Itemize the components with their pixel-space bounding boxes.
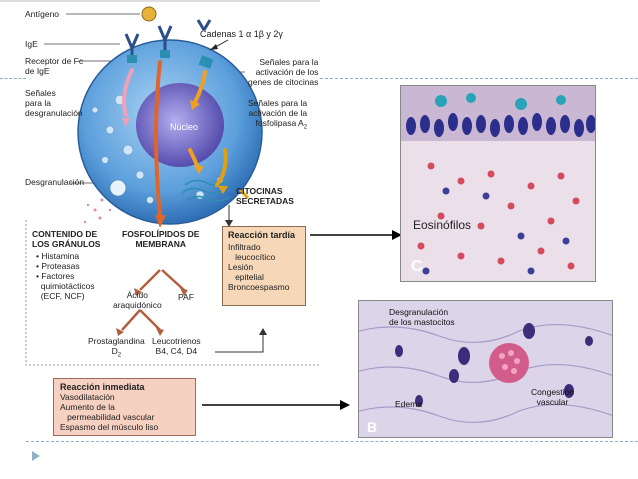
reaccion-tardia-line: Infiltrado xyxy=(228,242,261,252)
reaccion-tardia-heading: Reacción tardía xyxy=(228,230,296,240)
mast-cell-diagram xyxy=(0,0,320,366)
micrograph-b: Desgranulación de los mastocitos Congest… xyxy=(358,300,613,438)
micrograph-c-image xyxy=(401,86,595,281)
reaccion-tardia-line: leucocítico xyxy=(228,252,276,262)
list-item: (ECF, NCF) xyxy=(36,291,85,301)
reaccion-inmediata-box: Reacción inmediata Vasodilatación Aument… xyxy=(53,378,196,436)
list-item: • Proteasas xyxy=(36,261,80,271)
reaccion-inmediata-heading: Reacción inmediata xyxy=(60,382,145,392)
micrograph-c: Eosinófilos C xyxy=(400,85,596,282)
label-receptor-fc: Receptor de Fc de IgE xyxy=(25,56,84,76)
connector-arrow-bottom xyxy=(202,400,350,410)
label-nucleo: Núcleo xyxy=(170,122,199,132)
top-divider xyxy=(0,78,26,79)
label-antigeno: Antígeno xyxy=(25,9,60,19)
slide-bullet-icon xyxy=(32,451,40,461)
label-senales-citocinas: Señales para la activación de los genes … xyxy=(248,57,319,87)
bottom-divider xyxy=(26,441,638,442)
micrograph-c-letter: C xyxy=(411,258,423,275)
reaccion-tardia-line: Lesión xyxy=(228,262,254,272)
contenido-granulos-list: • Histamina • Proteasas • Factores quimi… xyxy=(36,251,95,301)
micrograph-b-letter: B xyxy=(367,419,378,435)
reaccion-tardia-line: epitelial xyxy=(228,272,264,282)
fosfolipidos-title: FOSFOLÍPIDOS DE MEMBRANA xyxy=(122,229,200,249)
micrograph-b-image xyxy=(359,301,612,437)
micrograph-b-label-edema: Edema xyxy=(395,399,422,409)
reaccion-inmediata-line: Espasmo del músculo liso xyxy=(60,422,159,432)
list-item: quimiotácticos xyxy=(36,281,95,291)
label-citocinas-secretadas: CITOCINAS SECRETADAS xyxy=(236,186,294,206)
contenido-granulos-title: CONTENIDO DE LOS GRÁNULOS xyxy=(32,229,101,249)
label-senales-fosfolipasa: Señales para la activación de la fosfoli… xyxy=(248,98,308,131)
list-item: • Histamina xyxy=(36,251,80,261)
label-ige: IgE xyxy=(25,39,38,49)
micrograph-b-label-congestion: Congestión vascular xyxy=(531,387,575,407)
label-desgranulacion: Desgranulación xyxy=(25,177,85,187)
reaccion-inmediata-line: Vasodilatación xyxy=(60,392,115,402)
label-paf: PAF xyxy=(178,292,194,302)
label-senales-degranulacion: Señales para la desgranulación xyxy=(25,88,83,118)
micrograph-b-label-degranulacion: Desgranulación de los mastocitos xyxy=(389,307,455,327)
connector-arrows xyxy=(310,230,402,240)
label-cadenas: Cadenas 1 α 1β y 2γ xyxy=(200,29,283,39)
right-divider-top xyxy=(320,78,638,79)
label-acido-araquidonico: Ácido araquidónico xyxy=(113,290,162,310)
label-prostaglandina: Prostaglandina D2 xyxy=(88,336,145,359)
list-item: • Factores xyxy=(36,271,75,281)
micrograph-c-label: Eosinófilos xyxy=(413,218,472,232)
label-leucotrienos: Leucotrienos B4, C4, D4 xyxy=(152,336,201,356)
reaccion-tardia-box: Reacción tardía Infiltrado leucocítico L… xyxy=(222,226,306,306)
reaccion-tardia-line: Broncoespasmo xyxy=(228,282,290,292)
reaccion-inmediata-line: permeabilidad vascular xyxy=(60,412,155,422)
reaccion-inmediata-line: Aumento de la xyxy=(60,402,115,412)
